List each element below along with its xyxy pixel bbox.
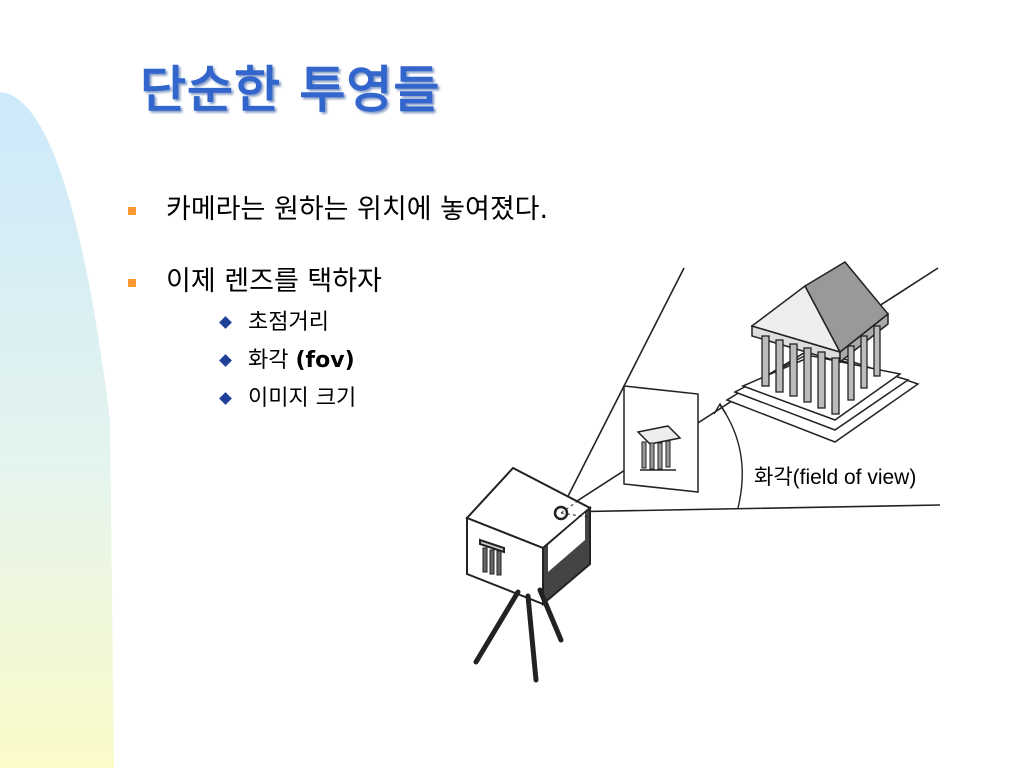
slide-title: 단순한 투영들 <box>140 61 441 119</box>
bullet-square-icon <box>128 207 136 215</box>
temple-icon <box>725 261 920 443</box>
fov-arc <box>713 402 743 509</box>
sub-bullet-text: 이미지 크기 <box>248 386 357 411</box>
diamond-bullet-icon <box>219 354 232 367</box>
bullet-list: 카메라는 원하는 위치에 놓여졌다. 이제 렌즈를 택하자 초점거리 화각 (f… <box>128 190 548 411</box>
diamond-bullet-icon <box>219 392 232 405</box>
diamond-bullet-icon <box>219 316 232 329</box>
bullet-square-icon <box>128 279 136 287</box>
sub-bullet-strong-text: (fov) <box>295 348 355 373</box>
sub-bullet-text: 초점거리 <box>248 310 329 335</box>
camera-projection-illustration <box>465 261 941 683</box>
bullet-text: 이제 렌즈를 택하자 <box>166 266 382 297</box>
image-plane-icon <box>623 385 699 493</box>
decorative-side-band <box>0 92 114 768</box>
sub-bullet-list: 초점거리 화각 (fov) 이미지 크기 <box>218 304 600 418</box>
bullet-text: 카메라는 원하는 위치에 놓여졌다. <box>166 194 549 225</box>
bullet-item: 카메라는 원하는 위치에 놓여졌다. <box>128 190 548 230</box>
sub-bullet-item: 이미지 크기 <box>218 380 600 418</box>
bullet-item: 이제 렌즈를 택하자 초점거리 화각 (fov) 이미지 크기 <box>128 262 548 411</box>
camera-icon <box>465 466 592 607</box>
fov-label: 화각(field of view) <box>754 466 917 489</box>
sub-bullet-item: 화각 (fov) <box>218 342 600 380</box>
tripod-icon <box>473 587 564 683</box>
sub-bullet-item: 초점거리 <box>218 304 600 342</box>
sub-bullet-text: 화각 <box>248 348 296 373</box>
